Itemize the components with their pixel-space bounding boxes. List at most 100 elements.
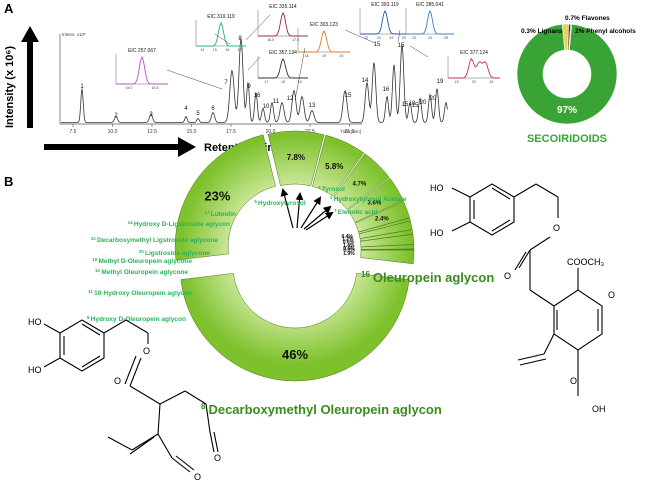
compound-name: 20 Ligstroside aglycone	[139, 249, 211, 257]
eic-tick-label: 25	[444, 36, 448, 40]
peak-label: 13	[309, 103, 316, 109]
pie-wedge	[359, 229, 414, 242]
compound-name: 9 Hydroxy D-Oleuropein aglycon	[87, 315, 186, 323]
peak-label: 16	[254, 93, 261, 99]
pie-wedge	[180, 273, 410, 382]
x-tick-label: 7.5	[70, 129, 77, 135]
structure-decarboxymethyl-oleuropein-aglycon	[43, 319, 219, 473]
pie-wedge	[312, 134, 365, 197]
chem-ho-4: HO	[28, 365, 42, 375]
eic-tick-label: 15.5	[152, 86, 159, 90]
peak-label: 15	[345, 93, 352, 99]
x-tick-label: 25.0	[345, 129, 355, 135]
chem-o-3: O	[608, 290, 615, 300]
compound-arrows	[280, 188, 334, 231]
compound-name: 5 Hydroxytyrosol	[254, 199, 306, 207]
chromatogram-trace	[61, 38, 448, 123]
eic-trace	[258, 58, 308, 79]
pie-wedge-label: 4.7%	[353, 182, 367, 188]
eic-tick-label: 22	[364, 36, 368, 40]
pie-wedge-label: 1.4%	[343, 243, 355, 249]
pie-wedge	[360, 233, 415, 248]
label-lignans: 0.3% Lignans	[521, 28, 563, 35]
eic-tick-label: 18	[305, 54, 309, 58]
peak-label: 20	[420, 100, 427, 106]
eic-tick-label: 15	[455, 80, 459, 84]
chem-ho-2: HO	[430, 228, 444, 238]
peak-label: 7	[224, 80, 228, 86]
pie-wedge	[354, 200, 410, 233]
eic-title: EIC 319.119	[207, 14, 235, 20]
compound-name: 10 Methyl D-Oleuropein aglycone	[92, 257, 192, 265]
chem-o-7: O	[214, 453, 221, 463]
pie-wedge-label: 2.4%	[375, 216, 389, 222]
pie-wedge	[174, 134, 276, 261]
peak-label: 9	[247, 84, 251, 90]
chem-o-6: O	[114, 376, 121, 386]
eic-tick-label: 17	[264, 80, 268, 84]
peak-label: 16	[383, 87, 390, 93]
pie-wedge-label: 0.4%	[341, 234, 353, 240]
peak-label: 15	[412, 103, 419, 109]
peak-label: 20	[430, 96, 437, 102]
x-tick-label: 20.0	[266, 129, 276, 135]
compound-name: 12 Decarboxymethyl Ligstroside aglycone	[91, 236, 219, 244]
compound-pie	[174, 130, 415, 382]
peak-label: 1	[80, 84, 84, 90]
peak-label: 11	[273, 99, 280, 105]
compound-name: 14 Hydroxy D-Ligstroside aglycon	[128, 220, 230, 228]
peak-label: 6	[211, 106, 215, 112]
eic-tick-label: 17.5	[292, 38, 299, 42]
pie-wedge	[360, 249, 415, 265]
peak-label: 3	[149, 112, 153, 118]
eic-tick-label: 16	[225, 48, 229, 52]
pie-wedge-label: 46%	[282, 347, 308, 362]
peak-label: 14	[362, 78, 369, 84]
pie-wedge-label: 5.8%	[325, 162, 343, 171]
eic-tick-label: 24	[428, 36, 432, 40]
eic-tick-label: 19	[322, 54, 326, 58]
peak-label: 15	[402, 102, 409, 108]
eic-tick-label: 25	[402, 36, 406, 40]
eic-tick-label: 14	[200, 48, 204, 52]
secoiridoids-donut	[516, 23, 618, 125]
structure-oleuropein-aglycon	[451, 183, 603, 396]
eic-tick-label: 18	[281, 80, 285, 84]
compound-name: 12 Methyl Oleuropein aglycone	[95, 268, 188, 276]
eic-trace	[258, 11, 308, 37]
eic-trace	[116, 55, 168, 85]
peak-label: 8	[238, 36, 242, 42]
pie-wedge	[333, 153, 390, 210]
peak-label: 19	[437, 79, 444, 85]
panel-label-a: A	[4, 1, 14, 16]
compound-name: 3 Tyrosol	[318, 185, 345, 193]
eic-tick-label: 15	[213, 48, 217, 52]
eic-trace	[448, 57, 500, 79]
compound-name: 17 Luteolin	[204, 210, 236, 218]
eic-tick-label: 15.0	[126, 86, 133, 90]
eic-title: EIC 335.114	[269, 4, 297, 10]
eic-trace	[406, 9, 454, 35]
y-arrow-head	[21, 26, 39, 42]
donut-slice	[516, 23, 618, 125]
donut-slice	[568, 23, 573, 51]
panel-label-b: B	[4, 174, 13, 189]
compound-name: 7 Elenolic acid	[334, 208, 378, 216]
eic-title: EIC 257.067	[128, 48, 156, 54]
eic-tick-label: 23	[412, 36, 416, 40]
x-tick-label: 12.5	[147, 129, 157, 135]
peak-label: 15	[398, 43, 405, 49]
eic-title: EIC 303.123	[310, 22, 338, 28]
peak-label: 2	[114, 113, 118, 119]
donut-center-label: 97%	[557, 105, 577, 116]
eic-tick-label: 19	[298, 80, 302, 84]
x-arrow-head	[178, 137, 196, 157]
peak-label: 15	[374, 42, 381, 48]
